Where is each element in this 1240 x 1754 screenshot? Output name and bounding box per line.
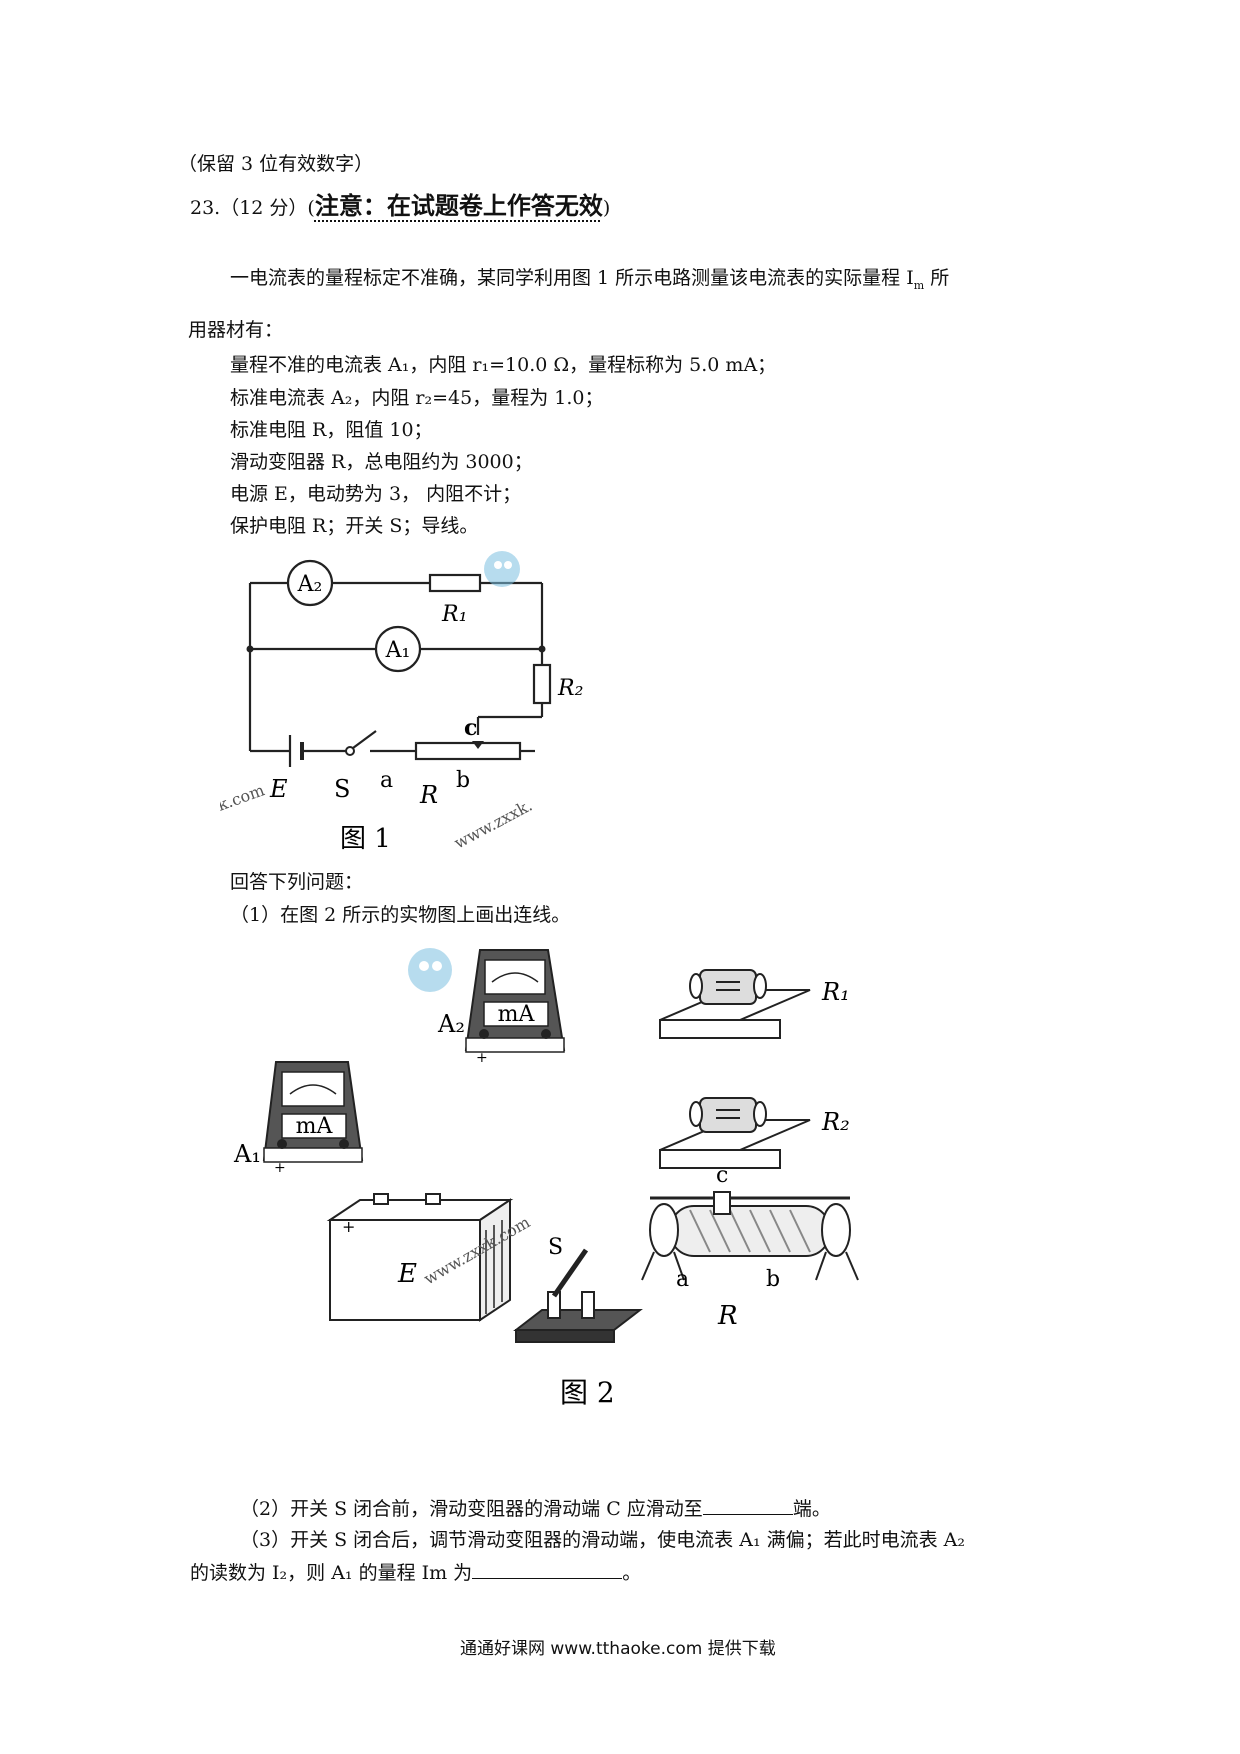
intro-subscript: m <box>913 278 925 292</box>
meter-a1: mA + <box>262 1061 364 1176</box>
watermark-fig1-left: k.com <box>220 780 267 814</box>
battery-e: + E <box>326 1193 514 1322</box>
sub-question-2: （2）开关 S 闭合前，滑动变阻器的滑动端 C 应滑动至 端。 <box>240 1496 831 1521</box>
resistor-r1-board <box>659 969 811 1039</box>
resistor-r2-label: R₂ <box>557 676 583 701</box>
resistor-r2-label: R₂ <box>821 1108 850 1136</box>
ammeter-a1-label: A₁ <box>385 638 411 663</box>
intro-end: 所 <box>924 267 950 289</box>
switch-s-label: S <box>334 775 350 803</box>
rheostat-slider-arrow <box>472 741 484 749</box>
equipment-item-4: 滑动变阻器 R，总电阻约为 3000； <box>230 451 533 473</box>
terminal-a-label: a <box>380 768 393 793</box>
figure-2-components: mA + A₂ R₁ mA + A₁ R₂ <box>233 948 859 1409</box>
ammeter-a1-symbol <box>374 625 422 673</box>
equipment-item-3: 标准电阻 R，阻值 10； <box>230 419 433 441</box>
note-sig-figs: （保留 3 位有效数字） <box>178 153 374 175</box>
resistor-r1-label: R₁ <box>821 978 850 1006</box>
meter-a2-plus: + <box>476 1050 488 1066</box>
sub2-text: （2）开关 S 闭合前，滑动变阻器的滑动端 C 应滑动至 <box>240 1498 703 1520</box>
sub-question-3-line-1: （3）开关 S 闭合后，调节滑动变阻器的滑动端，使电流表 A₁ 满偏；若此时电流… <box>240 1529 965 1551</box>
figure-1-circuit: A₂ R₁ A₁ R₂ E S c a R b k.com www.zxxk. … <box>220 551 583 854</box>
sub-question-3-line-2: 的读数为 I₂，则 A₁ 的量程 Im 为 。 <box>190 1560 641 1585</box>
rheostat-b-label: b <box>766 1267 780 1292</box>
rheostat-r <box>641 1191 859 1281</box>
figure-1-caption: 图 1 <box>340 824 391 854</box>
sub3-answer-blank[interactable] <box>472 1560 623 1579</box>
battery-e-label: E <box>397 1259 417 1289</box>
intro-line-1: 一电流表的量程标定不准确，某同学利用图 1 所示电路测量该电流表的实际量程 Im… <box>230 266 949 298</box>
meter-a1-unit: mA <box>296 1114 334 1139</box>
watermark-fig1-right: www.zxxk. <box>451 796 535 853</box>
terminal-b-label: b <box>456 768 470 793</box>
rheostat-c-label: c <box>716 1163 728 1188</box>
resistor-r2-symbol <box>532 663 552 705</box>
junction-left <box>246 645 254 653</box>
battery-e-label: E <box>269 775 288 803</box>
watermark-mascot-fig2 <box>408 948 452 992</box>
equipment-item-1: 量程不准的电流表 A₁，内阻 r₁=10.0 Ω，量程标称为 5.0 mA； <box>230 354 777 376</box>
sub2-answer-blank[interactable] <box>702 1496 793 1515</box>
question-warning: 注意：在试题卷上作答无效 <box>314 192 603 220</box>
switch-pivot <box>345 746 355 756</box>
meter-a2: mA + <box>464 949 566 1066</box>
battery-plus: + <box>342 1217 355 1236</box>
intro-text: 一电流表的量程标定不准确，某同学利用图 1 所示电路测量该电流表的实际量程 I <box>230 267 914 289</box>
question-paren-close: ) <box>602 197 611 219</box>
rheostat-symbol <box>414 741 522 761</box>
resistor-r1-label: R₁ <box>441 602 467 627</box>
rheostat-r-label: R <box>717 1301 738 1331</box>
resistor-r2-board <box>659 1097 811 1169</box>
figure-2-caption: 图 2 <box>560 1376 615 1409</box>
answer-heading: 回答下列问题： <box>230 871 364 893</box>
sub-question-1: （1）在图 2 所示的实物图上画出连线。 <box>230 904 571 926</box>
switch-s <box>513 1248 643 1343</box>
rheostat-r-label: R <box>419 781 438 809</box>
question-number: 23.（12 分）( <box>190 197 315 219</box>
question-header: 23.（12 分）(注意：在试题卷上作答无效) <box>190 194 610 220</box>
meter-a1-label: A₁ <box>233 1140 261 1168</box>
sub3-text: 的读数为 I₂，则 A₁ 的量程 Im 为 <box>190 1562 473 1584</box>
meter-a2-unit: mA <box>498 1002 536 1027</box>
ammeter-a2-label: A₂ <box>297 572 323 597</box>
equipment-item-6: 保护电阻 R；开关 S；导线。 <box>230 515 479 537</box>
resistor-r1-symbol <box>428 573 482 593</box>
sub3-end: 。 <box>622 1562 642 1584</box>
switch-s-label: S <box>548 1235 563 1260</box>
sub2-end: 端。 <box>792 1498 831 1520</box>
junction-right <box>538 645 546 653</box>
ammeter-a2-symbol <box>286 559 334 607</box>
switch-blade <box>352 730 377 749</box>
watermark-mascot-fig1 <box>484 551 520 587</box>
slider-c-label: c <box>464 715 477 741</box>
rheostat-a-label: a <box>676 1267 689 1292</box>
equipment-item-5: 电源 E，电动势为 3， 内阻不计； <box>230 483 522 505</box>
intro-line-2: 用器材有： <box>188 319 284 341</box>
page-footer: 通通好课网 www.tthaoke.com 提供下载 <box>460 1639 776 1659</box>
meter-a1-plus: + <box>274 1160 286 1176</box>
meter-a2-label: A₂ <box>437 1010 465 1038</box>
equipment-item-2: 标准电流表 A₂，内阻 r₂=45，量程为 1.0； <box>230 387 604 409</box>
